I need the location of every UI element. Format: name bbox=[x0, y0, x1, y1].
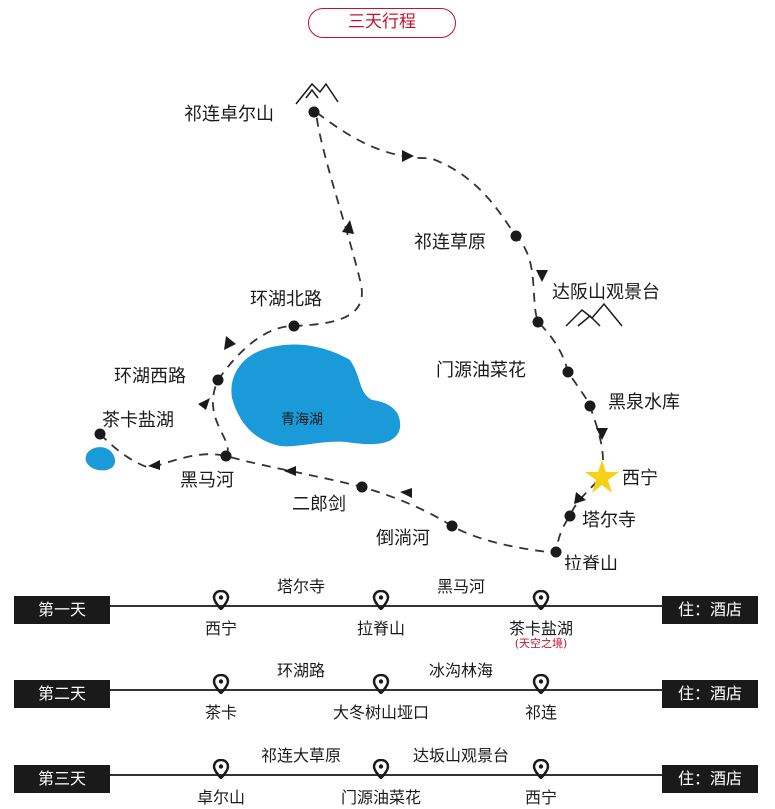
place-label: 环湖北路 bbox=[250, 289, 322, 310]
place-label: 门源油菜花 bbox=[436, 360, 526, 381]
location-pin-icon bbox=[372, 759, 390, 779]
between-stop-2: 冰沟林海 bbox=[428, 661, 494, 680]
stop-note: (天空之境) bbox=[514, 637, 568, 650]
place-dot bbox=[94, 428, 106, 440]
between-stop-2: 达坂山观景台 bbox=[412, 746, 510, 765]
stop-3: 茶卡盐湖 bbox=[508, 619, 574, 638]
between-stop-2: 黑马河 bbox=[436, 577, 486, 596]
xining-star-icon bbox=[585, 460, 619, 493]
page-title: 三天行程 bbox=[308, 8, 456, 38]
stop-2: 拉脊山 bbox=[356, 619, 406, 638]
place-dot bbox=[220, 450, 232, 462]
place-label: 黑泉水库 bbox=[608, 392, 680, 413]
place-label: 黑马河 bbox=[180, 470, 234, 491]
hotel-label: 住：酒店 bbox=[662, 596, 758, 624]
place-label: 祁连草原 bbox=[414, 232, 486, 253]
location-pin-icon bbox=[532, 674, 550, 694]
stop-1: 西宁 bbox=[204, 619, 238, 638]
route-arrows bbox=[148, 150, 608, 504]
qinghai-lake-shape bbox=[231, 344, 401, 447]
place-dot bbox=[308, 106, 320, 118]
timeline bbox=[14, 689, 758, 691]
place-dot bbox=[584, 400, 596, 412]
stop-1: 卓尔山 bbox=[196, 788, 246, 807]
timeline bbox=[14, 774, 758, 776]
mountain-icon bbox=[295, 82, 339, 105]
place-label: 拉脊山 bbox=[564, 554, 618, 570]
day-row-2: 第二天 住：酒店 环湖路 冰沟林海 茶卡 大冬树山垭口 祁连 bbox=[14, 661, 758, 722]
location-pin-icon bbox=[212, 674, 230, 694]
hotel-label: 住：酒店 bbox=[662, 680, 758, 708]
place-dot bbox=[564, 510, 576, 522]
place-dot bbox=[510, 230, 522, 242]
place-dot bbox=[562, 366, 574, 378]
route-path-2 bbox=[212, 110, 604, 553]
place-dot bbox=[532, 316, 544, 328]
day-label: 第二天 bbox=[14, 680, 110, 708]
lake-label: 青海湖 bbox=[281, 412, 323, 428]
location-pin-icon bbox=[532, 759, 550, 779]
stop-2: 门源油菜花 bbox=[340, 788, 422, 807]
place-dot bbox=[356, 481, 368, 493]
location-pin-icon bbox=[372, 674, 390, 694]
chaka-lake-shape bbox=[85, 447, 116, 471]
location-pin-icon bbox=[212, 590, 230, 610]
place-label: 西宁 bbox=[622, 468, 658, 489]
hotel-label: 住：酒店 bbox=[662, 765, 758, 793]
stop-1: 茶卡 bbox=[204, 703, 238, 722]
place-label: 环湖西路 bbox=[114, 366, 186, 387]
location-pin-icon bbox=[532, 590, 550, 610]
place-dot bbox=[288, 320, 300, 332]
day-row-1: 第一天 住：酒店 塔尔寺 黑马河 西宁 拉脊山 茶卡盐湖 (天空之境) bbox=[14, 577, 758, 650]
place-label: 塔尔寺 bbox=[582, 510, 636, 531]
stop-3: 祁连 bbox=[524, 703, 558, 722]
place-label: 达阪山观景台 bbox=[552, 282, 660, 303]
day-label: 第三天 bbox=[14, 765, 110, 793]
day-row-3: 第三天 住：酒店 祁连大草原 达坂山观景台 卓尔山 门源油菜花 西宁 bbox=[14, 746, 758, 807]
stop-3: 西宁 bbox=[524, 788, 558, 807]
location-pin-icon bbox=[212, 759, 230, 779]
between-stop-1: 环湖路 bbox=[276, 661, 326, 680]
place-dot bbox=[550, 546, 562, 558]
between-stop-1: 塔尔寺 bbox=[276, 577, 326, 596]
place-dot bbox=[212, 374, 224, 386]
location-pin-icon bbox=[372, 590, 390, 610]
timeline bbox=[14, 605, 758, 607]
place-label: 茶卡盐湖 bbox=[102, 410, 174, 431]
mountain-icon-2 bbox=[565, 302, 623, 327]
between-stop-1: 祁连大草原 bbox=[260, 746, 342, 765]
place-label: 祁连卓尔山 bbox=[184, 104, 274, 125]
place-dot bbox=[446, 520, 458, 532]
place-label: 倒淌河 bbox=[376, 528, 430, 549]
stop-2: 大冬树山垭口 bbox=[332, 703, 430, 722]
place-label: 二郎剑 bbox=[292, 494, 346, 515]
day-label: 第一天 bbox=[14, 596, 110, 624]
